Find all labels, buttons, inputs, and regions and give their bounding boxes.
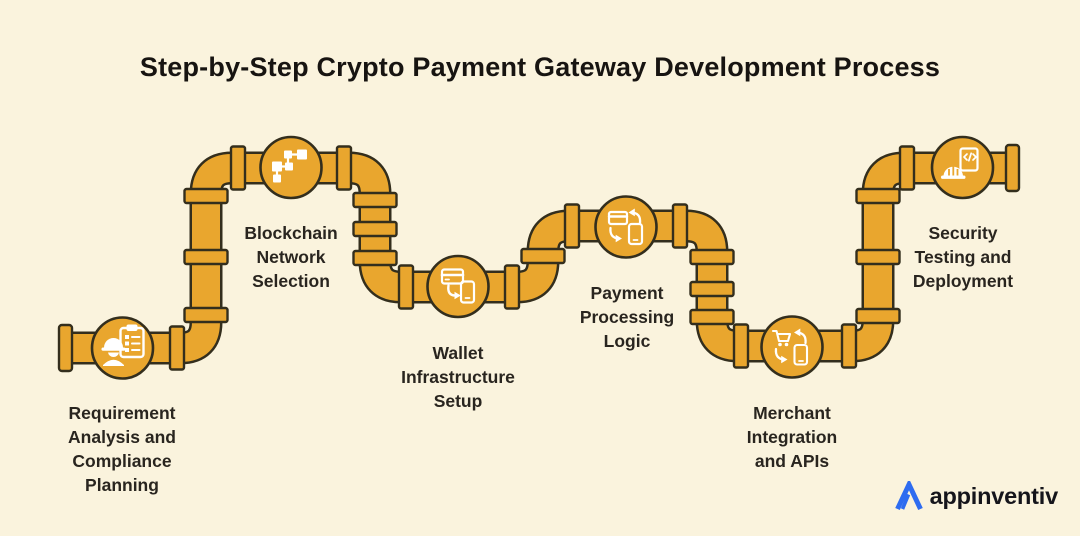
appinventiv-logo: appinventiv	[894, 480, 1059, 512]
cart-phone-exchange-icon	[771, 328, 809, 366]
pipe-end-flanges	[57, 143, 1021, 373]
logo-text: appinventiv	[929, 482, 1059, 509]
appinventiv-a-mark-icon	[894, 480, 923, 510]
step-label-merchant-integration: Merchant Integration and APIs	[746, 403, 838, 471]
step-node-6	[930, 135, 995, 200]
page-title: Step-by-Step Crypto Payment Gateway Deve…	[139, 52, 941, 82]
step-nodes	[90, 135, 995, 380]
step-label-payment-processing: Payment Processing Logic	[579, 283, 675, 351]
step-label-wallet-infrastructure: Wallet Infrastructure Setup	[401, 343, 515, 411]
engineer-checklist-icon	[101, 324, 145, 366]
card-phone-exchange-icon	[607, 208, 644, 246]
step-label-requirement-analysis: Requirement Analysis and Compliance Plan…	[68, 403, 176, 495]
pipe-couplings	[168, 145, 916, 371]
step-label-blockchain-network: Blockchain Network Selection	[244, 223, 338, 291]
step-node-4	[594, 195, 658, 259]
step-node-3	[426, 254, 490, 319]
hardhat-code-file-icon	[941, 147, 979, 179]
blockchain-network-icon	[272, 149, 307, 183]
step-label-security-testing: Security Testing and Deployment	[912, 223, 1014, 291]
card-to-phone-icon	[440, 268, 476, 304]
step-node-5	[760, 315, 824, 379]
